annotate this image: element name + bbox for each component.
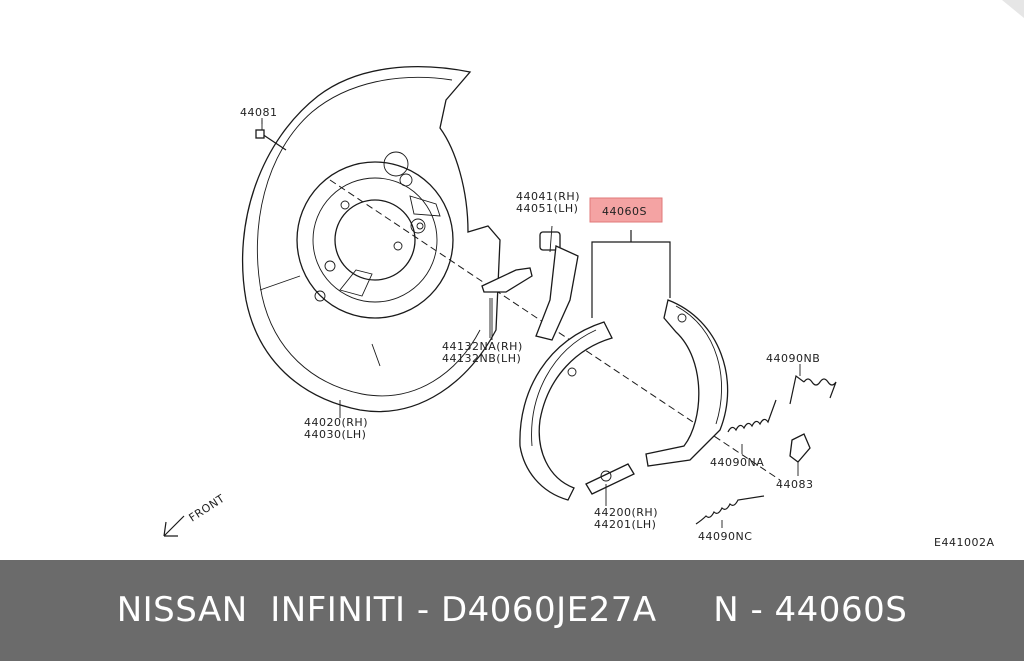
label-44090nc: 44090NC	[698, 530, 752, 543]
label-44201: 44201(LH)	[594, 518, 656, 531]
label-44132nb: 44132NB(LH)	[442, 352, 521, 365]
label-44020: 44020(RH)	[304, 416, 368, 429]
spring-44090nb	[789, 374, 837, 405]
highlight-box	[589, 197, 663, 223]
brake-assembly-drawing: 44081 44041(RH) 44051(LH) 44060S 44132NA…	[163, 66, 994, 549]
label-44081: 44081	[240, 106, 278, 119]
label-front: FRONT	[187, 492, 228, 525]
footer-bar: NISSAN INFINITI - D4060JE27A N - 44060S	[0, 560, 1024, 661]
backing-plate	[241, 66, 501, 413]
spring-44090na	[727, 399, 777, 433]
adjuster-strut	[585, 463, 635, 506]
label-44090na: 44090NA	[710, 456, 764, 469]
group-bracket	[591, 241, 671, 318]
label-44051: 44051(LH)	[516, 202, 578, 215]
corner-fold	[1002, 0, 1024, 18]
label-44083: 44083	[776, 478, 814, 491]
pin-44083	[789, 433, 811, 463]
label-44060s: 44060S	[602, 205, 647, 218]
front-arrow	[163, 515, 185, 537]
parts-diagram: 44081 44041(RH) 44051(LH) 44060S 44132NA…	[163, 0, 1024, 549]
brake-shoe-front	[519, 321, 613, 501]
brake-shoe-rear	[645, 299, 729, 467]
leader-lines	[261, 118, 801, 528]
footer-text: NISSAN INFINITI - D4060JE27A N - 44060S	[116, 590, 908, 630]
label-44200: 44200(RH)	[594, 506, 658, 519]
label-44041: 44041(RH)	[516, 190, 580, 203]
label-44090nb: 44090NB	[766, 352, 820, 365]
spring-44090nc	[695, 495, 765, 525]
label-44030: 44030(LH)	[304, 428, 366, 441]
anchor-plate	[481, 267, 533, 340]
label-44132na: 44132NA(RH)	[442, 340, 523, 353]
diagram-code: E441002A	[934, 536, 994, 549]
adjuster-lever	[535, 225, 579, 341]
